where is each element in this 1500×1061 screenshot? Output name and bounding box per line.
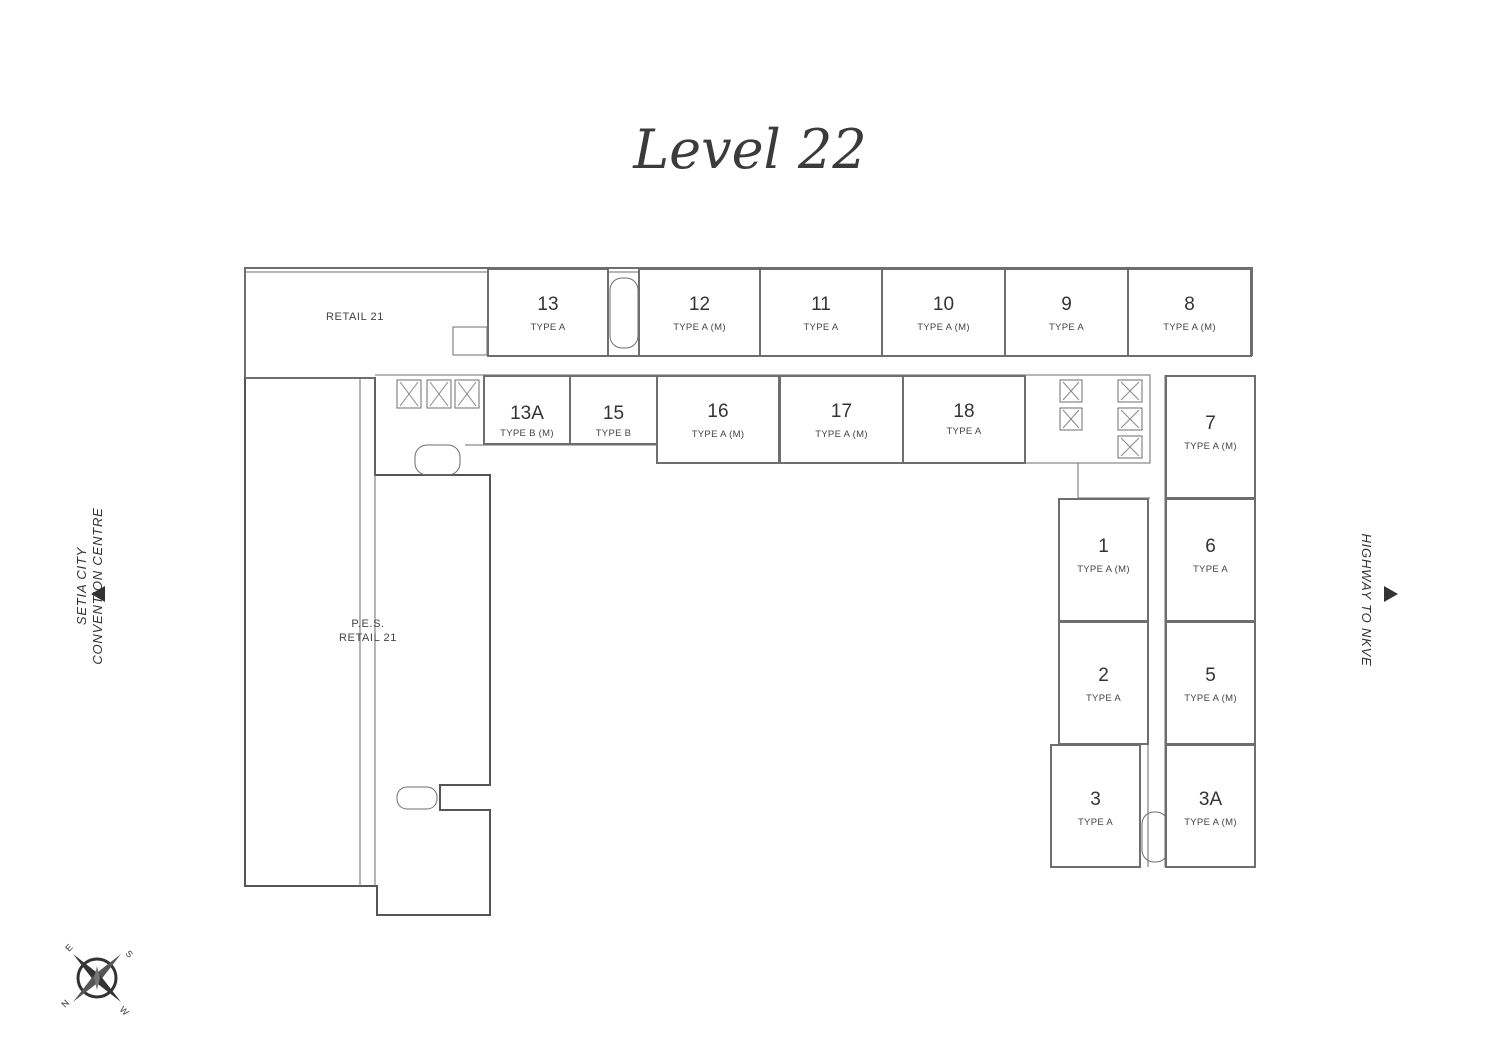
unit-number: 18	[953, 401, 975, 422]
unit-3a[interactable]: 3A TYPE A (M)	[1165, 744, 1256, 868]
unit-type: TYPE A	[803, 322, 839, 333]
pes-line-1: P.E.S.	[351, 618, 385, 630]
unit-type: TYPE A (M)	[1184, 693, 1237, 704]
unit-number: 2	[1098, 665, 1109, 686]
unit-number: 12	[688, 294, 711, 315]
arrow-right-icon	[1384, 586, 1398, 602]
pes-label: P.E.S. RETAIL 21	[313, 617, 423, 645]
direction-right-label: HIGHWAY TO NKVE	[1359, 533, 1374, 667]
unit-number: 3	[1090, 789, 1101, 810]
unit-number: 16	[707, 401, 729, 422]
pes-line-2: RETAIL 21	[339, 632, 397, 644]
unit-number: 15	[602, 403, 625, 424]
unit-type: TYPE B	[595, 428, 632, 439]
compass-w: W	[118, 1004, 131, 1017]
unit-type: TYPE A (M)	[1184, 441, 1237, 452]
unit-type: TYPE A	[1048, 322, 1085, 333]
unit-type: TYPE A	[530, 322, 566, 333]
unit-number: 7	[1205, 413, 1216, 434]
unit-type: TYPE A (M)	[1163, 322, 1216, 333]
compass-s: S	[124, 948, 135, 959]
unit-13a[interactable]: 13A TYPE B (M)	[483, 375, 571, 445]
direction-left-line-2: CONVENTION CENTRE	[90, 507, 105, 665]
compass-n: N	[59, 998, 71, 1010]
unit-number: 6	[1205, 536, 1216, 557]
unit-number: 13A	[510, 403, 544, 424]
unit-type: TYPE A	[1085, 693, 1122, 704]
compass-rose-icon: E S N W	[59, 942, 135, 1018]
unit-number: 11	[811, 294, 831, 315]
page-title: Level 22	[633, 118, 867, 181]
arrow-left-icon	[91, 586, 105, 602]
unit-type: TYPE A (M)	[815, 429, 868, 440]
unit-type: TYPE A (M)	[691, 429, 745, 440]
unit-type: TYPE A	[1192, 564, 1229, 575]
unit-number: 9	[1061, 294, 1072, 315]
unit-number: 3A	[1198, 789, 1223, 810]
direction-left-line-1: SETIA CITY	[74, 546, 89, 626]
unit-number: 10	[932, 294, 955, 315]
unit-type: TYPE A (M)	[1077, 564, 1130, 575]
retail-21-label: RETAIL 21	[326, 311, 384, 323]
unit-type: TYPE A	[946, 426, 982, 437]
compass-e: E	[63, 942, 74, 953]
unit-number: 1	[1098, 536, 1109, 557]
unit-type: TYPE B (M)	[500, 428, 554, 439]
unit-number: 8	[1184, 294, 1195, 315]
unit-type: TYPE A (M)	[673, 322, 726, 333]
unit-type: TYPE A (M)	[1184, 817, 1237, 828]
unit-number: 17	[830, 401, 853, 422]
unit-type: TYPE A	[1077, 817, 1114, 828]
direction-left-label: SETIA CITY CONVENTION CENTRE	[74, 486, 106, 686]
unit-type: TYPE A (M)	[917, 322, 970, 333]
unit-number: 13	[537, 294, 559, 315]
unit-number: 5	[1205, 665, 1216, 686]
